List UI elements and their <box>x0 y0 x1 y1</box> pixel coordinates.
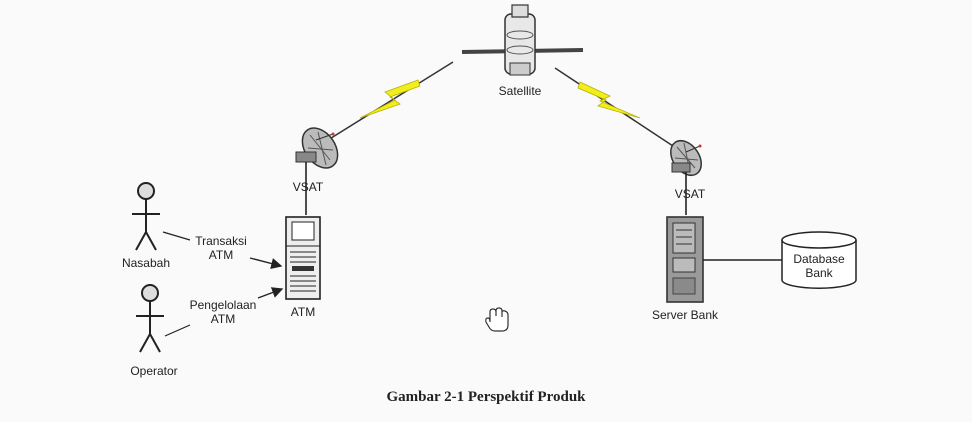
vsat-left-label: VSAT <box>292 180 324 194</box>
pengelolaan-label-line2: ATM <box>210 312 236 326</box>
transaksi-arrow <box>249 257 283 269</box>
person-icon <box>136 284 164 353</box>
vsat-right-label: VSAT <box>674 187 706 201</box>
transaksi-label: Transaksi ATM <box>186 234 256 262</box>
figure-caption: Gambar 2-1 Perspektif Produk <box>386 389 586 405</box>
atm-label: ATM <box>290 305 316 319</box>
server-icon <box>666 216 704 303</box>
wireless-link-left <box>327 61 454 141</box>
pengelolaan-label: Pengelolaan ATM <box>180 298 266 326</box>
satellite-icon <box>461 4 584 76</box>
hand-cursor-icon <box>485 307 509 332</box>
database-label-line2: Bank <box>805 266 833 280</box>
vsat-dish-icon <box>295 127 339 169</box>
database-label: Database Bank <box>784 252 854 280</box>
operator-label: Operator <box>130 364 178 378</box>
database-label-line1: Database <box>793 252 845 266</box>
operator-link <box>164 324 191 337</box>
nasabah-link <box>162 231 191 241</box>
transaksi-label-line1: Transaksi <box>195 234 247 248</box>
pengelolaan-arrow <box>257 287 284 299</box>
nasabah-label: Nasabah <box>121 256 171 270</box>
pengelolaan-label-line1: Pengelolaan <box>189 298 257 312</box>
person-icon <box>132 182 160 251</box>
server-bank-label: Server Bank <box>651 308 719 322</box>
transaksi-label-line2: ATM <box>208 248 234 262</box>
wireless-link-right <box>554 67 677 149</box>
satellite-label: Satellite <box>498 84 542 98</box>
vsat-dish-icon <box>670 139 702 177</box>
atm-machine-icon <box>285 216 321 300</box>
database-icon <box>781 231 857 289</box>
